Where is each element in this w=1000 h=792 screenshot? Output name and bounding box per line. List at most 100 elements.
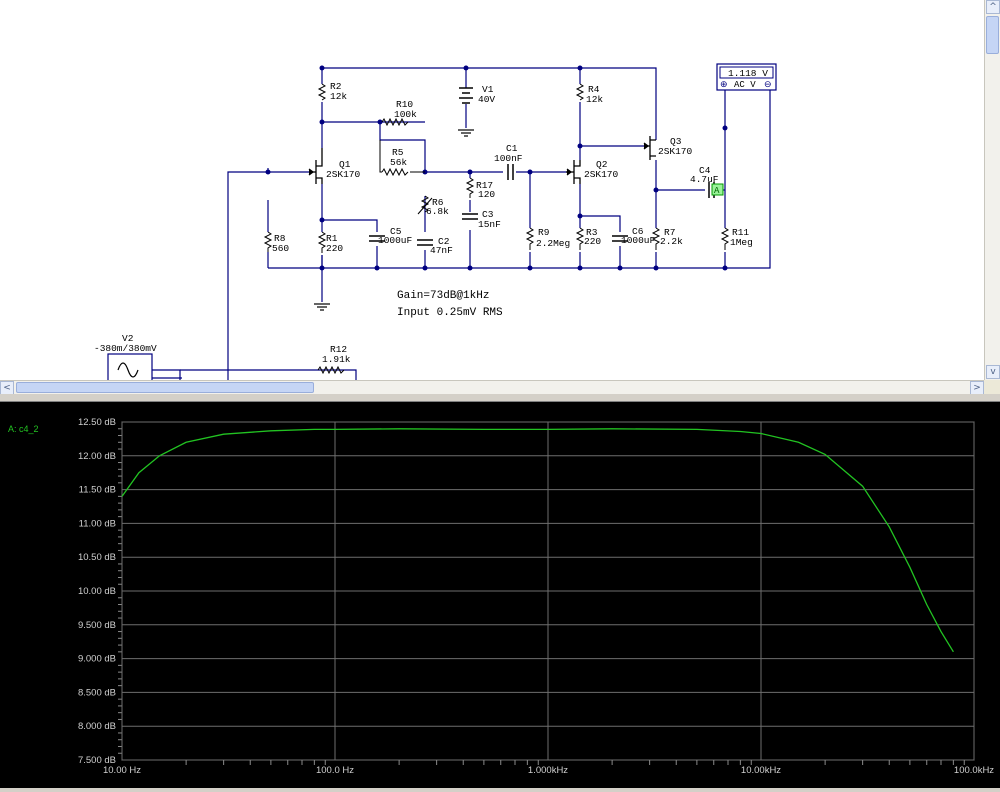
value-R8: 560	[272, 243, 289, 254]
value-R6: 6.8k	[426, 206, 449, 217]
label-Q1: Q1	[339, 159, 351, 170]
value-R17: 120	[478, 189, 495, 200]
y-tick-label: 10.50 dB	[78, 552, 116, 563]
meter-reading: 1.118 V	[728, 68, 768, 79]
label-Q3: Q3	[670, 136, 682, 147]
y-tick-label: 8.500 dB	[78, 687, 116, 698]
arrow-down-icon: v	[990, 367, 996, 377]
label-R1: R1	[326, 233, 338, 244]
y-tick-label: 11.00 dB	[79, 518, 116, 529]
gain-trace-line	[121, 428, 954, 653]
scroll-down-button[interactable]: v	[986, 365, 1000, 379]
label-R2: R2	[330, 81, 342, 92]
value-R5: 56k	[390, 157, 407, 168]
x-tick-label: 100.0 Hz	[316, 765, 354, 776]
value-Q1: 2SK170	[326, 169, 361, 180]
y-axis-tick-labels: 12.50 dB 12.00 dB 11.50 dB 11.00 dB 10.50 dB…	[78, 417, 116, 766]
label-V2: V2	[122, 333, 134, 344]
y-tick-label: 10.00 dB	[78, 586, 116, 597]
x-tick-label: 10.00kHz	[741, 765, 781, 776]
component-labels: R2 12k V1 40V R4 12k R10 100k R5 56k C1 …	[94, 81, 753, 365]
bode-plot-window[interactable]: A: c4_2 12.50 dB 12.00 dB 11.50 dB 11.00 dB…	[0, 402, 1000, 788]
battery-symbol	[459, 87, 473, 104]
signal-generator[interactable]	[107, 353, 153, 380]
value-Q2: 2SK170	[584, 169, 619, 180]
value-V2: -380m/380mV	[94, 343, 157, 354]
label-C3: C3	[482, 209, 494, 220]
value-Q3: 2SK170	[658, 146, 693, 157]
label-R12: R12	[330, 344, 347, 355]
scrollbar-corner	[984, 380, 1000, 394]
value-R2: 12k	[330, 91, 347, 102]
plot-series	[121, 428, 954, 653]
trace-label: A: c4_2	[8, 424, 39, 434]
y-tick-label: 12.50 dB	[78, 417, 116, 428]
label-C6: C6	[632, 226, 644, 237]
label-V1: V1	[482, 84, 494, 95]
label-R5: R5	[392, 147, 404, 158]
sine-wave-icon	[117, 362, 139, 378]
x-tick-label: 1.000kHz	[528, 765, 568, 776]
ground-symbols	[314, 129, 474, 311]
input-note: Input 0.25mV RMS	[397, 307, 503, 319]
vertical-scrollbar[interactable]: ^ v	[984, 0, 1000, 380]
label-R11: R11	[732, 227, 749, 238]
value-R10: 100k	[394, 109, 417, 120]
label-Q2: Q2	[596, 159, 608, 170]
y-tick-label: 11.50 dB	[79, 485, 116, 496]
value-C1: 100nF	[494, 153, 523, 164]
probe-label: A	[714, 186, 720, 196]
label-R17: R17	[476, 180, 493, 191]
scroll-up-button[interactable]: ^	[986, 0, 1000, 14]
value-C5: 1000uF	[378, 235, 413, 246]
label-R10: R10	[396, 99, 413, 110]
label-C2: C2	[438, 236, 450, 247]
y-tick-label: 8.000 dB	[78, 721, 116, 732]
jfet-symbols	[308, 136, 656, 184]
x-tick-label: 10.00 Hz	[103, 765, 141, 776]
value-C4: 4.7uF	[690, 174, 719, 185]
wires	[150, 67, 771, 380]
horizontal-scrollbar[interactable]: < >	[0, 380, 984, 395]
meter-plus-terminal: ⊕	[720, 80, 728, 90]
arrow-right-icon: >	[973, 383, 981, 393]
label-R6: R6	[432, 197, 444, 208]
value-V1: 40V	[478, 94, 495, 105]
schematic-canvas[interactable]: R2 12k V1 40V R4 12k R10 100k R5 56k C1 …	[0, 0, 984, 380]
label-R8: R8	[274, 233, 286, 244]
value-R12: 1.91k	[322, 354, 351, 365]
horizontal-scroll-thumb[interactable]	[16, 382, 314, 393]
value-R11: 1Meg	[730, 237, 753, 248]
vertical-scroll-thumb[interactable]	[986, 16, 999, 54]
meter-mode: AC V	[734, 80, 756, 90]
scroll-right-button[interactable]: >	[970, 381, 984, 395]
label-R4: R4	[588, 84, 600, 95]
value-R7: 2.2k	[660, 236, 683, 247]
value-C2: 47nF	[430, 245, 453, 256]
y-tick-label: 7.500 dB	[78, 755, 116, 766]
scroll-left-button[interactable]: <	[0, 381, 14, 395]
x-axis-tick-labels: 10.00 Hz 100.0 Hz 1.000kHz 10.00kHz 100.0kHz	[103, 765, 994, 776]
x-tick-label: 100.0kHz	[954, 765, 994, 776]
plot-grid	[118, 421, 975, 765]
value-R4: 12k	[586, 94, 603, 105]
label-R3: R3	[586, 227, 598, 238]
junctions	[265, 65, 728, 271]
resistor-symbols	[263, 83, 730, 375]
value-R3: 220	[584, 236, 601, 247]
value-R9: 2.2Meg	[536, 238, 570, 249]
probe-marker[interactable]: A	[711, 183, 724, 196]
ac-voltmeter[interactable]: 1.118 V ⊕ AC V ⊖	[716, 63, 777, 91]
schematic-drawing: R2 12k V1 40V R4 12k R10 100k R5 56k C1 …	[94, 63, 777, 380]
y-tick-label: 12.00 dB	[78, 451, 116, 462]
label-R9: R9	[538, 227, 550, 238]
label-C4: C4	[699, 165, 711, 176]
y-tick-label: 9.000 dB	[78, 654, 116, 665]
arrow-up-icon: ^	[989, 2, 997, 12]
meter-minus-terminal: ⊖	[764, 80, 772, 90]
frequency-response-chart: A: c4_2 12.50 dB 12.00 dB 11.50 dB 11.00 dB…	[8, 417, 994, 776]
y-tick-label: 9.500 dB	[78, 620, 116, 631]
pot-arrow	[417, 197, 433, 215]
pane-splitter[interactable]	[0, 394, 1000, 402]
label-R7: R7	[664, 227, 675, 238]
